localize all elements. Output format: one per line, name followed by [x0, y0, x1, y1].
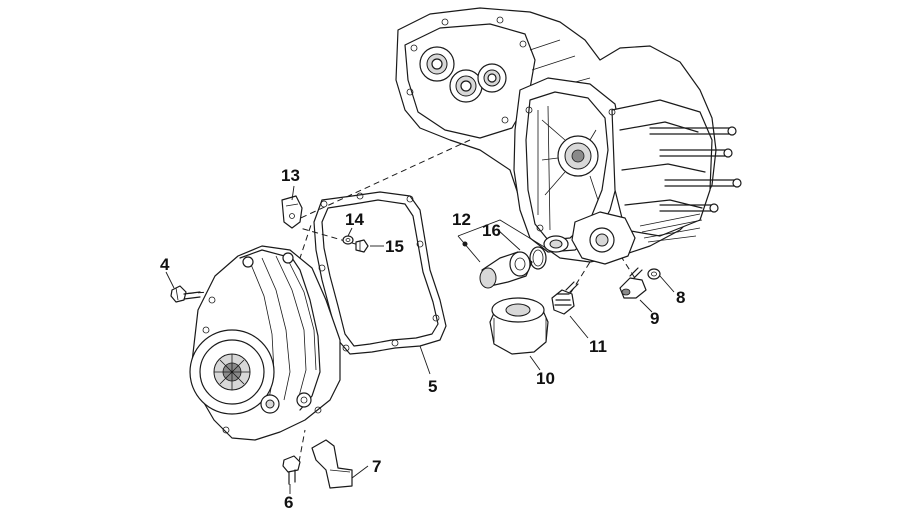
- label-5: 5: [428, 377, 437, 396]
- label-16: 16: [482, 221, 501, 240]
- washer-part-8: [647, 268, 661, 280]
- leader-lines: [165, 185, 675, 494]
- bolt-part-4: [170, 285, 201, 303]
- generator-cover-drawing: [189, 245, 341, 441]
- label-12: 12: [452, 210, 471, 229]
- label-13: 13: [281, 166, 300, 185]
- fitting-part-11: [551, 281, 579, 315]
- sensor-part-9: [619, 267, 647, 299]
- washer-part-14: [342, 235, 354, 245]
- bracket-part-13: [281, 195, 303, 229]
- oil-filter-part-10: [489, 297, 549, 355]
- label-14: 14: [345, 210, 364, 229]
- label-15: 15: [385, 237, 404, 256]
- label-10: 10: [536, 369, 555, 388]
- gasket-part-5: [313, 191, 447, 355]
- crankcase-drawing: [395, 7, 742, 265]
- part-labels: 13 14 15 4 12 16 8 9 11 10 5 7 6: [160, 166, 685, 512]
- label-4: 4: [160, 255, 170, 274]
- bolt-part-6: [282, 455, 301, 485]
- label-9: 9: [650, 309, 659, 328]
- o-ring-part-16: [529, 246, 547, 270]
- label-8: 8: [676, 288, 685, 307]
- cable-clamp-part-7: [311, 439, 353, 489]
- bolt-part-15: [355, 239, 369, 253]
- reference-dot: [462, 241, 468, 247]
- oil-pump-part-12: [457, 219, 547, 289]
- label-6: 6: [284, 493, 293, 512]
- label-7: 7: [372, 457, 381, 476]
- label-11: 11: [589, 337, 607, 356]
